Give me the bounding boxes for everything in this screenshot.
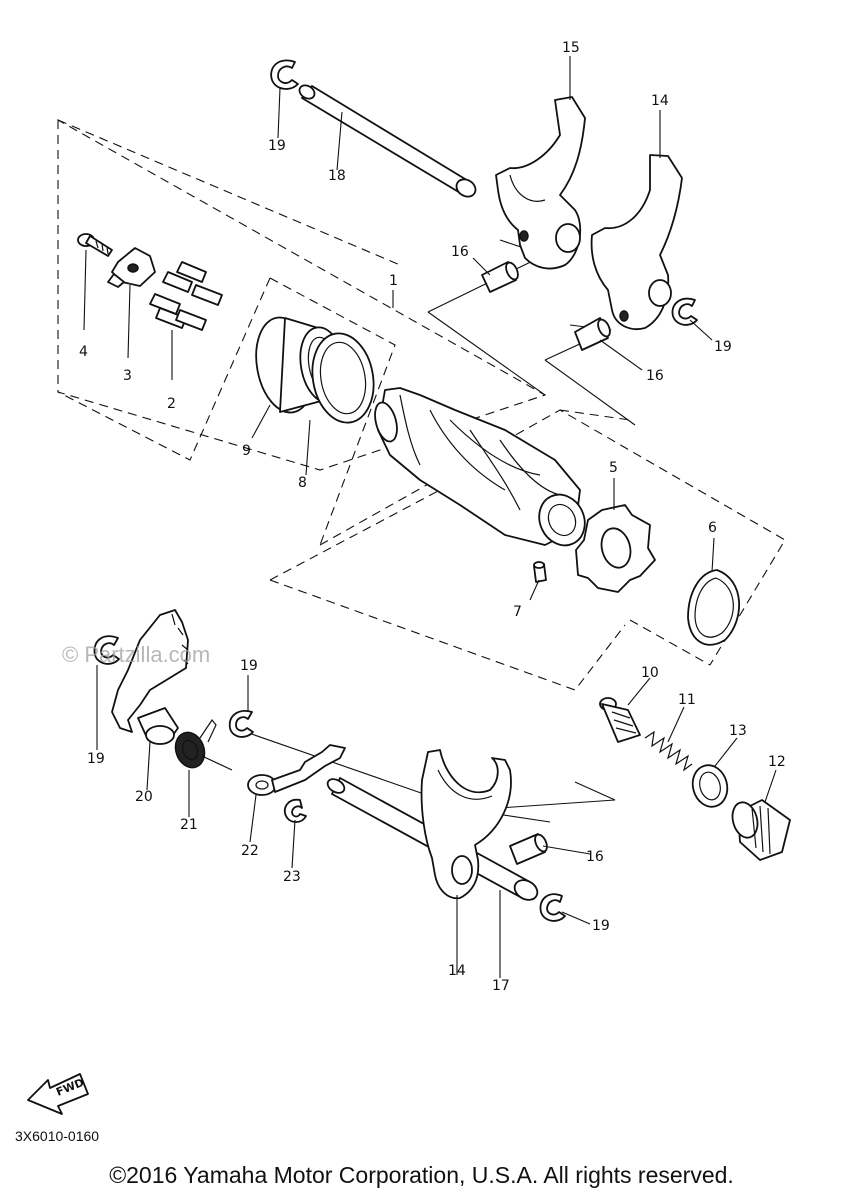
stopper-lever-plate [575, 504, 656, 593]
callout-17: 17 [492, 978, 510, 994]
bolt [77, 233, 113, 257]
callout-4: 4 [79, 344, 88, 360]
callout-leaders [83, 56, 777, 978]
circlip [687, 569, 740, 646]
callout-18: 18 [328, 168, 346, 184]
callout-7: 7 [513, 604, 522, 620]
guide-bar-pin-middle [574, 317, 611, 351]
callout-19-right-upper: 19 [714, 339, 732, 355]
callout-23: 23 [283, 869, 301, 885]
circlip-middle [228, 710, 254, 738]
shift-fork-upper [590, 154, 683, 330]
callout-16-middle: 16 [646, 368, 664, 384]
callout-numbers: 1 2 3 4 5 6 7 8 9 10 11 12 13 14 14 15 1… [79, 40, 786, 994]
callout-15: 15 [562, 40, 580, 56]
spring [644, 730, 693, 772]
callout-20: 20 [135, 789, 153, 805]
shift-fork-shaft-upper [298, 84, 477, 198]
fwd-arrow-icon: FWD [27, 1073, 89, 1115]
callout-5: 5 [609, 460, 618, 476]
callout-13: 13 [729, 723, 747, 739]
guide-bar-pin-upper [481, 261, 519, 293]
diagram-code: 3X6010-0160 [15, 1128, 100, 1144]
callout-19-right-lower: 19 [592, 918, 610, 934]
watermark: © Partzilla.com [62, 642, 210, 667]
callout-9: 9 [242, 443, 251, 459]
washer [247, 744, 346, 796]
circlip-left [93, 635, 120, 665]
circlip-right-upper [671, 297, 698, 326]
callout-1: 1 [389, 273, 398, 289]
callout-22: 22 [241, 843, 259, 859]
plate [311, 332, 375, 424]
callout-11: 11 [678, 692, 696, 708]
callout-16-upper: 16 [451, 244, 469, 260]
shift-fork-lower [420, 749, 512, 900]
callout-10: 10 [641, 665, 659, 681]
callout-19-top: 19 [268, 138, 286, 154]
drum-segment [107, 247, 156, 288]
callout-8: 8 [298, 475, 307, 491]
callout-19-left: 19 [87, 751, 105, 767]
callout-3: 3 [123, 368, 132, 384]
copyright-notice: ©2016 Yamaha Motor Corporation, U.S.A. A… [109, 1162, 734, 1188]
callout-21: 21 [180, 817, 198, 833]
callout-14-lower: 14 [448, 963, 466, 979]
shift-drum [374, 387, 586, 547]
plug [731, 799, 791, 861]
circlip-right-lower [539, 893, 566, 922]
callout-16-lower: 16 [586, 849, 604, 865]
plunger [599, 697, 641, 743]
stopper-lever [111, 609, 189, 745]
torsion-spring [174, 718, 233, 771]
shift-fork-top [495, 96, 586, 270]
callout-14-upper: 14 [651, 93, 669, 109]
callout-2: 2 [167, 396, 176, 412]
callout-12: 12 [768, 754, 786, 770]
circlip-small [283, 798, 307, 823]
gasket [691, 764, 729, 808]
dowel-pin [533, 561, 547, 583]
pin [149, 261, 223, 331]
callout-19-middle: 19 [240, 658, 258, 674]
callout-6: 6 [708, 520, 717, 536]
guide-bar-pin-lower [509, 833, 548, 865]
circlip-top [270, 59, 299, 90]
